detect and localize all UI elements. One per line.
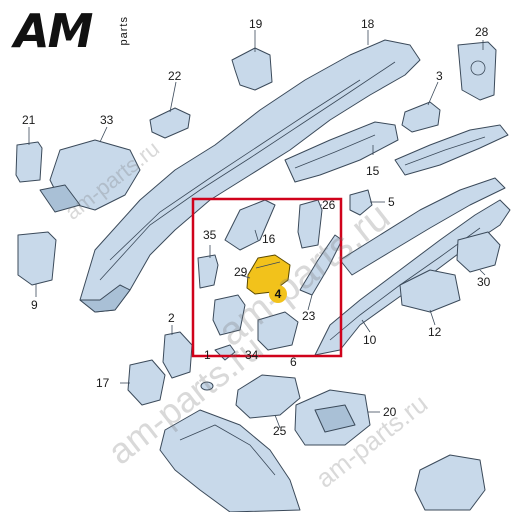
callout-23: 23 [302, 309, 316, 323]
part-16 [224, 199, 276, 251]
part-21 [15, 141, 43, 183]
part-5 [349, 189, 373, 216]
part-frame-rail-left [79, 39, 421, 313]
part-9 [17, 231, 57, 286]
callout-33: 33 [100, 113, 114, 127]
callout-19: 19 [249, 17, 263, 31]
part-bottom-right [414, 454, 486, 511]
callout-18: 18 [361, 17, 375, 31]
callout-30: 30 [477, 275, 491, 289]
callout-9: 9 [31, 298, 38, 312]
callout-2: 2 [168, 311, 175, 325]
callout-6: 6 [290, 355, 297, 369]
part-rear-crossmember [159, 409, 301, 512]
callout-26: 26 [322, 198, 336, 212]
part-4-highlighted [246, 254, 291, 295]
callout-20: 20 [383, 405, 397, 419]
leader-lines [28, 30, 486, 429]
part-35 [197, 254, 219, 289]
part-6 [257, 311, 299, 351]
part-30 [456, 231, 501, 273]
am-parts-logo: AM parts [10, 4, 140, 58]
callout-29: 29 [234, 265, 248, 279]
callout-22: 22 [168, 69, 182, 83]
callout-35: 35 [203, 228, 217, 242]
callout-3: 3 [436, 69, 443, 83]
callout-34: 34 [245, 348, 259, 362]
callout-10: 10 [363, 333, 377, 347]
highlighted-part-badge: 4 [269, 285, 287, 303]
callout-1: 1 [204, 348, 211, 362]
callout-5: 5 [388, 195, 395, 209]
part-28 [457, 41, 497, 101]
callout-15: 15 [366, 164, 380, 178]
part-washer [200, 381, 214, 391]
part-25 [235, 374, 301, 419]
part-3 [401, 101, 441, 133]
part-crossmember-15 [284, 121, 399, 183]
callout-12: 12 [428, 325, 442, 339]
part-29-bracket [212, 294, 246, 336]
part-33 [39, 139, 141, 213]
part-20 [294, 389, 371, 446]
callout-25: 25 [273, 424, 287, 438]
part-22 [149, 107, 191, 139]
highlight-frame [191, 197, 343, 358]
logo-brand: AM [14, 4, 93, 58]
part-rail-upper-right [394, 124, 509, 176]
part-2 [162, 331, 193, 379]
part-19 [231, 47, 273, 91]
part-12 [399, 269, 461, 313]
part-17 [127, 359, 166, 406]
callout-21: 21 [22, 113, 36, 127]
callout-16: 16 [262, 232, 276, 246]
callout-28: 28 [475, 25, 489, 39]
callout-17: 17 [96, 376, 110, 390]
